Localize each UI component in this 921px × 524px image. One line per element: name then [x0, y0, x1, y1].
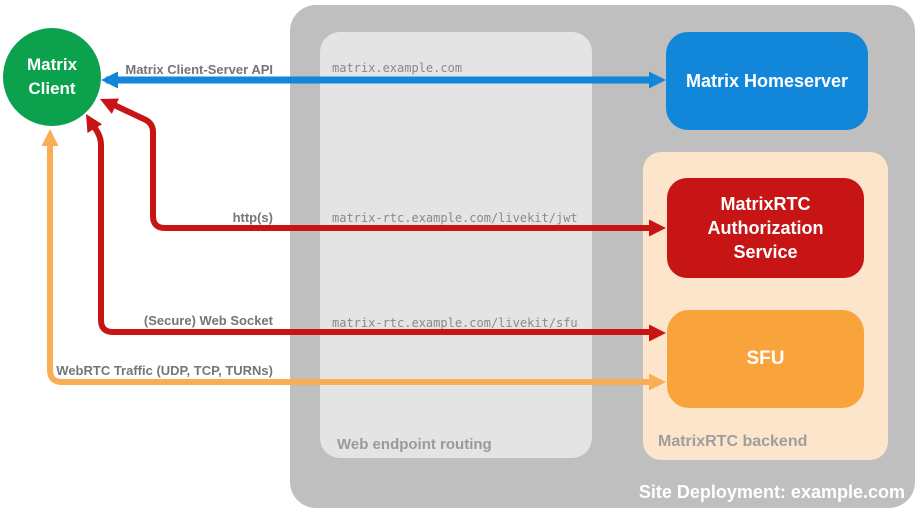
sfu-node: SFU	[667, 310, 864, 408]
webrtc-traffic-label: WebRTC Traffic (UDP, TCP, TURNs)	[56, 363, 273, 378]
https-label: http(s)	[232, 210, 273, 225]
endpoint-matrix-example-com: matrix.example.com	[332, 61, 463, 75]
site-deployment-label: Site Deployment: example.com	[638, 482, 905, 502]
endpoint-livekit-jwt: matrix-rtc.example.com/livekit/jwt	[332, 211, 578, 225]
matrixrtc-authorization-service-node: MatrixRTC Authorization Service	[667, 178, 864, 278]
matrix-client-node: Matrix Client	[3, 28, 101, 126]
web-endpoint-routing-container	[320, 32, 592, 458]
matrixrtc-backend-label: MatrixRTC backend	[658, 433, 808, 450]
matrix-homeserver-node: Matrix Homeserver	[666, 32, 868, 130]
endpoint-livekit-sfu: matrix-rtc.example.com/livekit/sfu	[332, 316, 578, 330]
secure-web-socket-label: (Secure) Web Socket	[143, 313, 273, 328]
web-endpoint-routing-label: Web endpoint routing	[337, 436, 492, 453]
matrix-client-server-api-label: Matrix Client-Server API	[125, 62, 273, 77]
